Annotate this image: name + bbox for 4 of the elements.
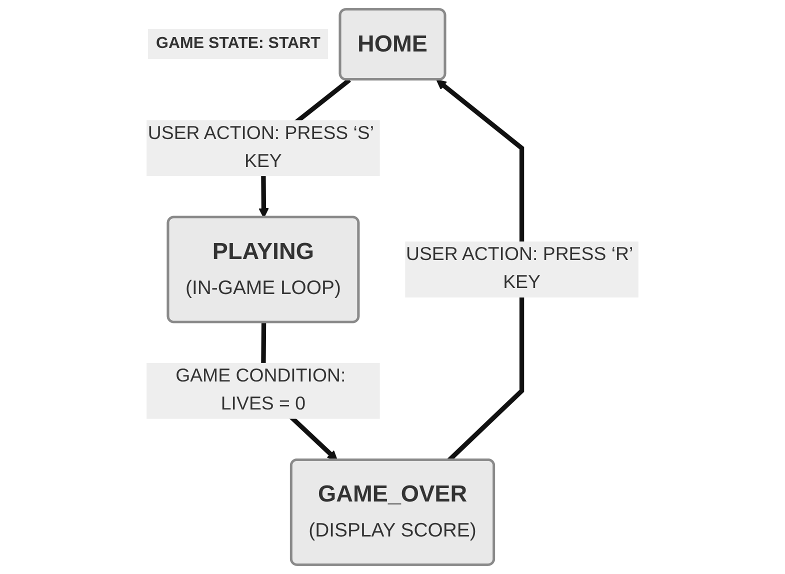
edge-label: GAME CONDITION: LIVES = 0 [176, 366, 346, 414]
state-note: GAME STATE: START [148, 29, 328, 60]
edge-label: USER ACTION: PRESS ‘S’ KEY [148, 124, 374, 172]
edge-label: USER ACTION: PRESS ‘R’ KEY [406, 245, 632, 293]
